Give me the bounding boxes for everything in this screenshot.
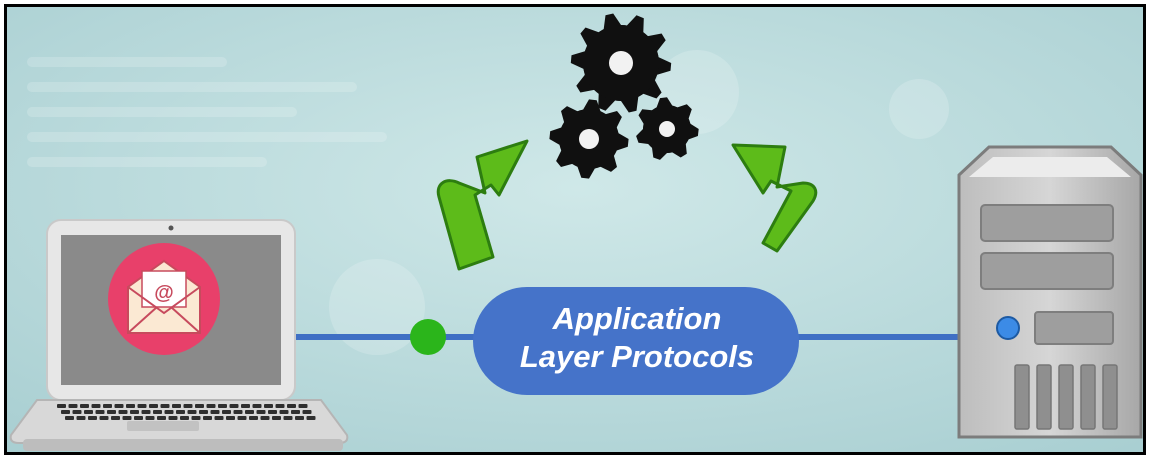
svg-text:@: @: [154, 282, 174, 304]
keyboard-key: [80, 404, 89, 408]
keyboard-key: [118, 410, 128, 414]
server-icon: [957, 145, 1143, 439]
keyboard-key: [84, 410, 93, 414]
keyboard-key: [168, 416, 178, 420]
keyboard-key: [183, 404, 193, 408]
keyboard-key: [126, 404, 135, 408]
diagram-canvas: @ Application Layer Protocols: [7, 7, 1143, 452]
keyboard-key: [206, 404, 216, 408]
keyboard-key: [157, 416, 166, 420]
application-layer-protocols-pill: Application Layer Protocols: [473, 287, 799, 395]
keyboard-key: [237, 416, 247, 420]
keyboard-key: [275, 404, 285, 408]
keyboard-key: [214, 416, 224, 420]
keyboard-key: [122, 416, 132, 420]
keyboard-key: [233, 410, 243, 414]
envelope-icon: @: [127, 259, 201, 334]
keyboard-key: [260, 416, 270, 420]
server-vents: [1014, 364, 1118, 430]
keyboard-key: [272, 416, 281, 420]
keyboard-key: [191, 416, 201, 420]
keyboard-key: [256, 410, 266, 414]
keyboard-key: [252, 404, 262, 408]
keyboard-key: [65, 416, 74, 420]
keyboard-key: [195, 404, 204, 408]
keyboard-key: [88, 416, 97, 420]
keyboard-key: [107, 410, 116, 414]
keyboard-key: [222, 410, 231, 414]
gears-icon: [549, 13, 699, 179]
keyboard-key: [111, 416, 120, 420]
keyboard-key: [245, 410, 254, 414]
keyboard-key: [134, 416, 143, 420]
keyboard-key: [114, 404, 124, 408]
keyboard-key: [91, 404, 101, 408]
keyboard-key: [68, 404, 78, 408]
keyboard-key: [229, 404, 239, 408]
keyboard-key: [249, 416, 258, 420]
keyboard-key: [298, 404, 308, 408]
laptop-icon: @: [9, 219, 349, 451]
keyboard-key: [160, 404, 170, 408]
diagram-frame: @ Application Layer Protocols: [4, 4, 1146, 455]
keyboard-key: [130, 410, 139, 414]
pill-label-line1: Application: [552, 301, 722, 336]
keyboard-key: [291, 410, 300, 414]
keyboard-key: [57, 404, 66, 408]
keyboard-key: [203, 416, 212, 420]
keyboard-key: [172, 404, 181, 408]
keyboard-key: [210, 410, 220, 414]
keyboard-key: [268, 410, 277, 414]
gear-icon: [549, 99, 629, 179]
keyboard-key: [295, 416, 304, 420]
keyboard-key: [187, 410, 197, 414]
green-arrow-left-icon: [436, 139, 529, 271]
keyboard-key: [302, 410, 312, 414]
keyboard-key: [95, 410, 105, 414]
keyboard-key: [76, 416, 86, 420]
keyboard-key: [141, 410, 151, 414]
keyboard-key: [283, 416, 293, 420]
keyboard-key: [61, 410, 70, 414]
keyboard-key: [153, 410, 162, 414]
gear-icon: [570, 13, 672, 113]
keyboard-key: [149, 404, 158, 408]
pill-label-line2: Layer Protocols: [520, 339, 754, 374]
keyboard-key: [287, 404, 296, 408]
touchpad: [127, 421, 199, 431]
network-node-dot: [410, 319, 446, 355]
keyboard-key: [279, 410, 289, 414]
keyboard-key: [103, 404, 112, 408]
keyboard-key: [164, 410, 174, 414]
keyboard-key: [72, 410, 82, 414]
keyboard-key: [180, 416, 189, 420]
keyboard-key: [306, 416, 316, 420]
gear-icon: [636, 97, 699, 160]
keyboard-key: [218, 404, 227, 408]
keyboard-key: [99, 416, 109, 420]
keyboard-key: [241, 404, 250, 408]
green-arrow-right-icon: [731, 143, 818, 253]
keyboard-key: [176, 410, 185, 414]
keyboard-key: [145, 416, 155, 420]
server-power-led: [996, 316, 1020, 340]
keyboard-keys: [57, 404, 316, 420]
keyboard-key: [199, 410, 208, 414]
keyboard-key: [264, 404, 273, 408]
keyboard-key: [137, 404, 147, 408]
keyboard-key: [226, 416, 235, 420]
